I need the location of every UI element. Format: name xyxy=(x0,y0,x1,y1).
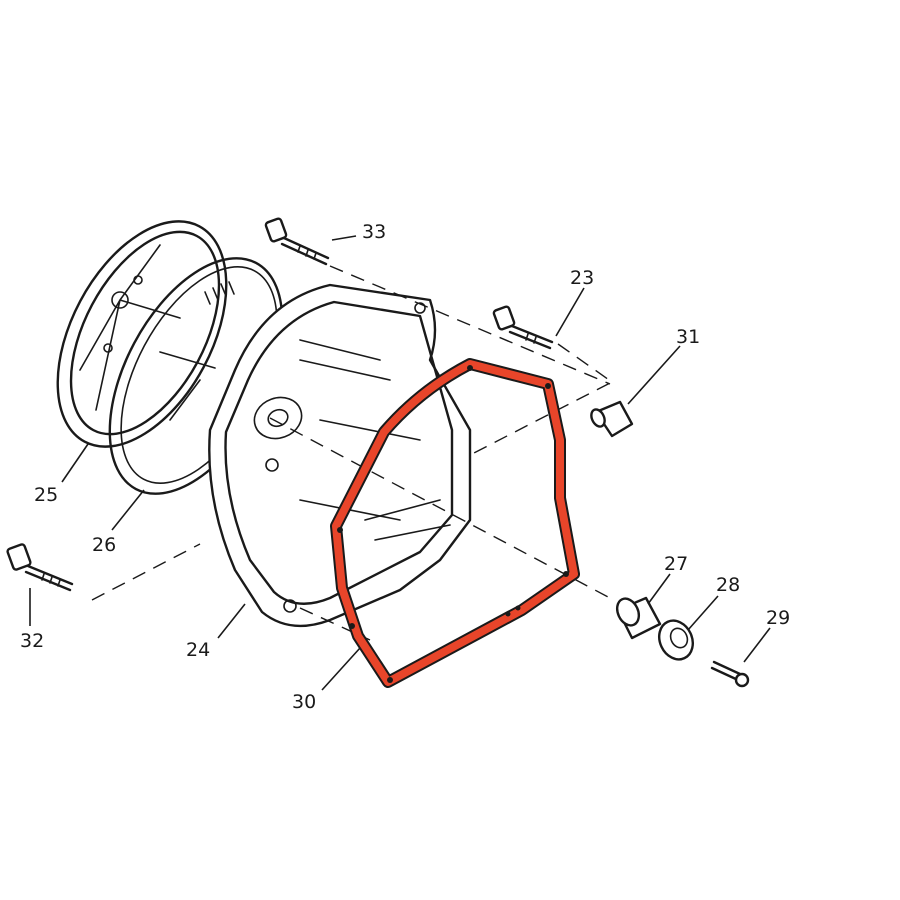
callout-31: 31 xyxy=(676,326,700,348)
part-28-seal xyxy=(658,619,694,661)
callout-23: 23 xyxy=(570,267,594,289)
part-30-gasket-highlighted xyxy=(330,358,580,688)
leader-lines xyxy=(29,235,771,691)
part-27-bushing xyxy=(615,596,662,640)
callout-28: 28 xyxy=(716,574,740,596)
callout-27: 27 xyxy=(664,553,688,575)
callout-33: 33 xyxy=(362,221,386,243)
part-29-bolt xyxy=(710,660,750,688)
callout-24: 24 xyxy=(186,639,210,661)
part-32-bolt xyxy=(6,543,74,592)
callout-labels: 33 23 31 25 26 32 24 30 27 28 29 xyxy=(20,221,790,713)
part-25-outer-cover xyxy=(56,220,228,448)
callout-25: 25 xyxy=(34,484,58,506)
callout-30: 30 xyxy=(292,691,316,713)
callout-29: 29 xyxy=(766,607,790,629)
part-23-bolt xyxy=(492,305,554,350)
callout-26: 26 xyxy=(92,534,116,556)
part-33-bolt xyxy=(264,217,330,266)
part-31-plug xyxy=(590,400,634,438)
alignment-lines xyxy=(91,265,614,641)
callout-32: 32 xyxy=(20,630,44,652)
